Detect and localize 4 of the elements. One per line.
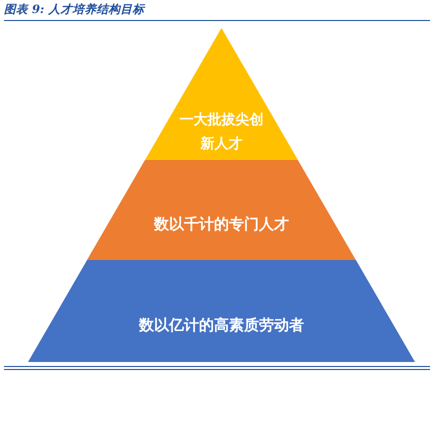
tier-label: 一大批拔尖创新人才 bbox=[178, 111, 264, 154]
tier-label: 数以千计的专门人才 bbox=[152, 214, 290, 235]
tier-label: 数以亿计的高素质劳动者 bbox=[138, 315, 305, 336]
figure-title: 图表 9: 人才培养结构目标 bbox=[4, 2, 144, 17]
